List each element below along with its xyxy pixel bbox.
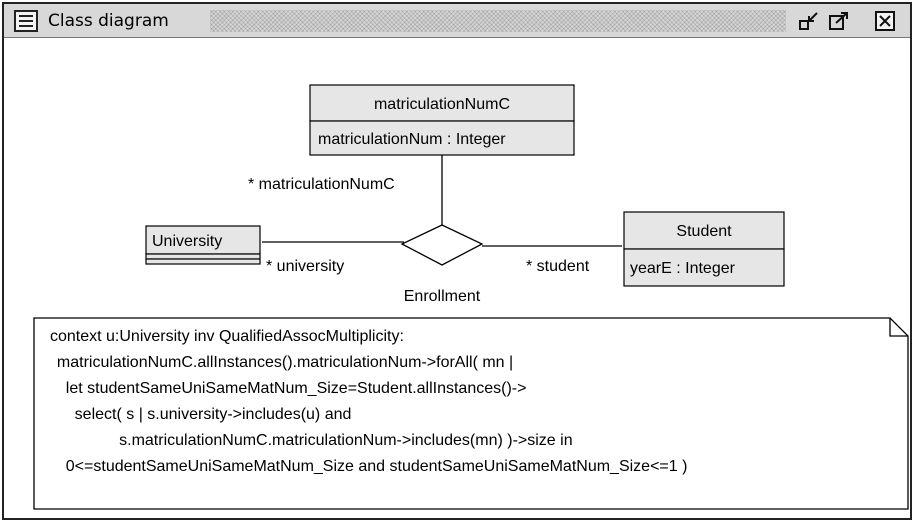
- constraint-line: matriculationNumC.allInstances().matricu…: [48, 354, 514, 371]
- title-drag-area[interactable]: [210, 10, 786, 32]
- class-student[interactable]: Student yearE : Integer: [623, 211, 785, 287]
- role-label-student: * student: [526, 258, 590, 275]
- role-label-matriculationNumC: * matriculationNumC: [248, 176, 395, 193]
- constraint-note[interactable]: [33, 317, 909, 510]
- class-attribute: matriculationNum : Integer: [318, 131, 506, 148]
- constraint-line: 0<=studentSameUniSameMatNum_Size and stu…: [48, 458, 688, 475]
- diagram-canvas[interactable]: matriculationNumC matriculationNum : Int…: [4, 38, 910, 518]
- constraint-text: context u:University inv QualifiedAssocM…: [34, 318, 908, 510]
- class-matriculationNumC[interactable]: matriculationNumC matriculationNum : Int…: [309, 84, 575, 156]
- class-name: matriculationNumC: [374, 96, 510, 113]
- class-name: University: [152, 233, 222, 250]
- association-name: Enrollment: [404, 288, 481, 305]
- class-university[interactable]: University: [145, 225, 261, 265]
- close-icon[interactable]: [874, 10, 896, 32]
- note-fold-icon: [889, 318, 908, 337]
- maximize-icon[interactable]: [828, 10, 850, 32]
- constraint-line: let studentSameUniSameMatNum_Size=Studen…: [48, 380, 527, 397]
- class-attribute: yearE : Integer: [630, 260, 736, 277]
- role-label-university: * university: [266, 258, 344, 275]
- constraint-line: context u:University inv QualifiedAssocM…: [50, 328, 404, 345]
- constraint-line: select( s | s.university->includes(u) an…: [48, 406, 352, 423]
- minimize-icon[interactable]: [798, 10, 820, 32]
- class-diagram: matriculationNumC matriculationNum : Int…: [33, 84, 909, 510]
- constraint-line: s.matriculationNumC.matriculationNum->in…: [48, 432, 573, 449]
- association-diamond[interactable]: [400, 224, 484, 266]
- class-name: Student: [676, 223, 732, 240]
- list-menu-icon[interactable]: [14, 10, 38, 32]
- window-title: Class diagram: [48, 11, 177, 31]
- window-titlebar[interactable]: Class diagram: [4, 4, 910, 38]
